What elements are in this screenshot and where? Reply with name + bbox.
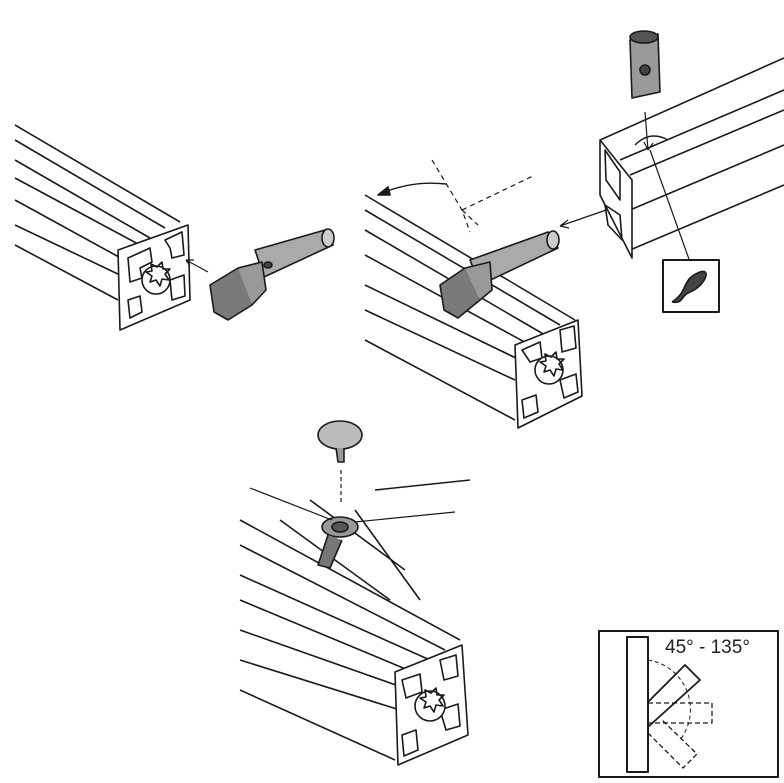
profile-bottom — [239, 420, 471, 766]
profile-middle — [364, 159, 613, 429]
profile-left — [14, 124, 191, 331]
angle-inset — [598, 630, 779, 778]
drill-icon — [662, 259, 720, 313]
angle-range-label: 45° - 135° — [665, 637, 750, 658]
profile-right — [599, 30, 784, 263]
t-bolt-connector-left — [185, 228, 335, 321]
